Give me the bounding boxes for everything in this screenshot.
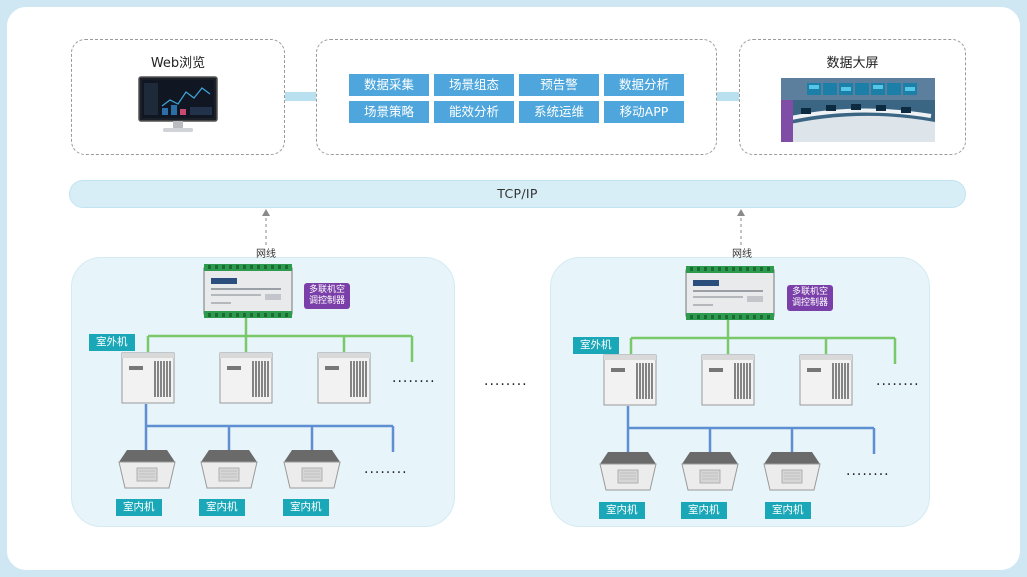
indoor-unit-icon	[282, 448, 342, 492]
indoor-tag-2b: 室内机	[681, 502, 727, 519]
indoor-more-1: ........	[364, 461, 408, 477]
outdoor-unit-icon	[603, 354, 657, 406]
function-data-collection[interactable]: 数据采集	[349, 74, 429, 96]
controller-label-1-line2: 调控制器	[309, 296, 346, 306]
controller-device-1	[203, 264, 293, 318]
outdoor-tag-1: 室外机	[89, 334, 135, 351]
outdoor-unit-icon	[219, 352, 273, 404]
controller-device-2	[685, 266, 775, 320]
outdoor-more-2: ........	[876, 373, 920, 389]
indoor-unit-icon	[762, 450, 822, 494]
connector-right	[717, 92, 739, 101]
function-pre-alarm[interactable]: 预告警	[519, 74, 599, 96]
indoor-pipe-2	[626, 406, 876, 454]
functions-box	[316, 39, 717, 155]
indoor-tag-1c: 室内机	[283, 499, 329, 516]
function-energy-analysis[interactable]: 能效分析	[434, 101, 514, 123]
indoor-unit-icon	[680, 450, 740, 494]
indoor-unit-icon	[117, 448, 177, 492]
controller-label-2: 多联机空 调控制器	[787, 285, 834, 311]
outdoor-bus-2	[629, 320, 897, 364]
cable-arrow-1	[262, 209, 270, 216]
cable-arrow-2	[737, 209, 745, 216]
indoor-tag-2a: 室内机	[599, 502, 645, 519]
function-data-analysis[interactable]: 数据分析	[604, 74, 684, 96]
connector-left	[285, 92, 316, 101]
function-scene-strategy[interactable]: 场景策略	[349, 101, 429, 123]
data-screen-title: 数据大屏	[826, 56, 879, 71]
indoor-tag-1b: 室内机	[199, 499, 245, 516]
outdoor-unit-icon	[701, 354, 755, 406]
web-browse-title: Web浏览	[150, 56, 206, 71]
tcp-ip-bus: TCP/IP	[69, 180, 966, 208]
indoor-more-2: ........	[846, 463, 890, 479]
indoor-unit-icon	[598, 450, 658, 494]
monitor-icon	[138, 76, 218, 136]
outdoor-unit-icon	[799, 354, 853, 406]
indoor-tag-2c: 室内机	[765, 502, 811, 519]
cable-label-2: 网线	[732, 249, 752, 260]
function-system-ops[interactable]: 系统运维	[519, 101, 599, 123]
middle-more: ........	[484, 373, 528, 389]
outdoor-more-1: ........	[392, 370, 436, 386]
control-room-image	[781, 78, 935, 142]
outdoor-unit-icon	[121, 352, 175, 404]
outdoor-bus-1	[146, 318, 414, 362]
outdoor-tag-2: 室外机	[573, 337, 619, 354]
indoor-tag-1a: 室内机	[116, 499, 162, 516]
cable-label-1: 网线	[256, 249, 276, 260]
indoor-unit-icon	[199, 448, 259, 492]
controller-label-2-line1: 多联机空	[792, 287, 829, 297]
outdoor-unit-icon	[317, 352, 371, 404]
function-mobile-app[interactable]: 移动APP	[604, 101, 684, 123]
controller-label-1: 多联机空 调控制器	[304, 283, 351, 309]
function-scene-config[interactable]: 场景组态	[434, 74, 514, 96]
indoor-pipe-1	[144, 404, 395, 452]
controller-label-1-line1: 多联机空	[309, 285, 346, 295]
controller-label-2-line2: 调控制器	[792, 298, 829, 308]
